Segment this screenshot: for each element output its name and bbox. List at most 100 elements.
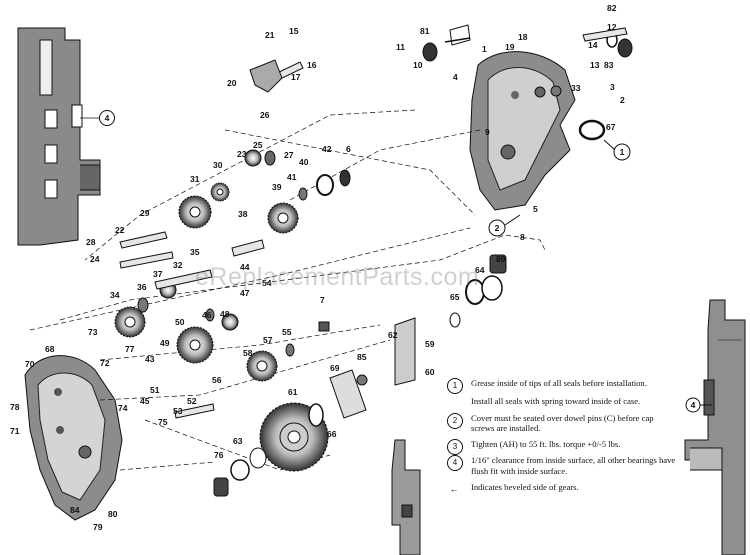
gear-50: [176, 326, 214, 364]
part-label-74: 74: [118, 403, 128, 413]
part-label-60: 60: [425, 367, 435, 377]
part-label-12: 12: [607, 22, 617, 32]
part-label-21: 21: [265, 30, 275, 40]
part-label-20: 20: [227, 78, 237, 88]
part-label-13: 13: [590, 60, 600, 70]
part-label-4: 4: [453, 72, 458, 82]
part-label-81: 81: [420, 26, 430, 36]
gear-25: [244, 149, 262, 167]
part-label-37: 37: [153, 269, 163, 279]
part-label-52: 52: [187, 396, 197, 406]
part-label-65: 65: [450, 292, 460, 302]
note-3-number: 3: [447, 439, 463, 456]
part-label-77: 77: [125, 344, 135, 354]
part-label-63: 63: [233, 436, 243, 446]
part-label-19: 19: [505, 42, 515, 52]
part-label-32: 32: [173, 260, 183, 270]
part-label-55: 55: [282, 327, 292, 337]
svg-text:4: 4: [105, 113, 110, 123]
part-label-29: 29: [140, 208, 150, 218]
part-label-7: 7: [320, 295, 325, 305]
part-label-41: 41: [287, 172, 297, 182]
part-label-79: 79: [93, 522, 103, 532]
part-label-64: 64: [475, 265, 485, 275]
svg-text:2: 2: [495, 223, 500, 233]
part-label-28: 28: [86, 237, 96, 247]
part-label-83: 83: [604, 60, 614, 70]
part-label-69: 69: [330, 363, 340, 373]
callout-4-right: 4: [685, 397, 712, 413]
part-label-67: 67: [606, 122, 616, 132]
part-label-50: 50: [175, 317, 185, 327]
part-label-72: 72: [100, 358, 110, 368]
shift-forks: [249, 24, 471, 93]
part-label-38: 38: [238, 209, 248, 219]
part-label-58: 58: [243, 348, 253, 358]
part-label-61: 61: [288, 387, 298, 397]
part-label-73: 73: [88, 327, 98, 337]
svg-text:4: 4: [691, 400, 696, 410]
part-label-43: 43: [145, 354, 155, 364]
part-label-10: 10: [413, 60, 423, 70]
gear-47: [221, 313, 239, 331]
part-label-66: 66: [327, 429, 337, 439]
note-3-text: Tighten (AH) to 55 ft. lbs. torque +0/-5…: [471, 439, 621, 450]
note-1-number: 1: [447, 378, 463, 394]
note-1-text: Grease inside of tips of all seals befor…: [471, 378, 647, 388]
bevel-arrow-icon: ←: [449, 484, 459, 495]
part-label-82: 82: [607, 3, 617, 13]
part-label-24: 24: [90, 254, 100, 264]
part-label-23: 23: [237, 149, 247, 159]
part-label-71: 71: [10, 426, 20, 436]
callout-4-left: 4: [80, 110, 115, 126]
part-label-57: 57: [263, 335, 273, 345]
notes-panel: 1 Grease inside of tips of all seals bef…: [445, 378, 677, 498]
part-label-25: 25: [253, 140, 263, 150]
gear-34: [114, 306, 146, 338]
gear-30: [210, 182, 230, 202]
part-label-33: 33: [571, 83, 581, 93]
part-label-76: 76: [214, 450, 224, 460]
part-label-30: 30: [213, 160, 223, 170]
part-label-6: 6: [346, 144, 351, 154]
center-section-view: [391, 439, 421, 555]
part-label-46: 46: [202, 310, 212, 320]
part-label-15: 15: [289, 26, 299, 36]
part-label-8: 8: [520, 232, 525, 242]
callout-1-right: 1: [578, 119, 631, 161]
part-label-56: 56: [212, 375, 222, 385]
note-bevel-text: Indicates beveled side of gears.: [471, 482, 579, 493]
part-label-62: 62: [388, 330, 398, 340]
svg-text:1: 1: [620, 147, 625, 157]
part-label-75: 75: [158, 417, 168, 427]
part-label-31: 31: [190, 174, 200, 184]
note-3: 3 Tighten (AH) to 55 ft. lbs. torque +0/…: [445, 439, 677, 456]
note-2: 2 Cover must be seated over dowel pins (…: [445, 412, 677, 434]
gear-31: [178, 195, 212, 229]
shafts: [119, 27, 628, 419]
part-label-1: 1: [482, 44, 487, 54]
left-case: [24, 355, 123, 521]
part-label-48: 48: [220, 309, 230, 319]
part-label-16: 16: [307, 60, 317, 70]
callout-2: 2: [488, 214, 521, 237]
part-label-68: 68: [45, 344, 55, 354]
part-labels: 1234567891011121314151617181920212223242…: [10, 3, 625, 532]
part-label-42: 42: [322, 144, 332, 154]
note-1-extra: Install all seals with spring toward ins…: [471, 396, 641, 407]
note-1: 1 Grease inside of tips of all seals bef…: [445, 378, 677, 407]
part-label-47: 47: [240, 288, 250, 298]
part-label-78: 78: [10, 402, 20, 412]
part-label-89: 89: [496, 254, 506, 264]
part-label-26: 26: [260, 110, 270, 120]
left-section-view: [17, 27, 101, 246]
watermark: eReplacementParts.com: [195, 263, 480, 291]
right-section-view: [684, 299, 746, 555]
gear-39: [267, 202, 299, 234]
part-label-35: 35: [190, 247, 200, 257]
part-label-36: 36: [137, 282, 147, 292]
part-label-27: 27: [284, 150, 294, 160]
part-label-59: 59: [425, 339, 435, 349]
note-2-number: 2: [447, 412, 463, 429]
